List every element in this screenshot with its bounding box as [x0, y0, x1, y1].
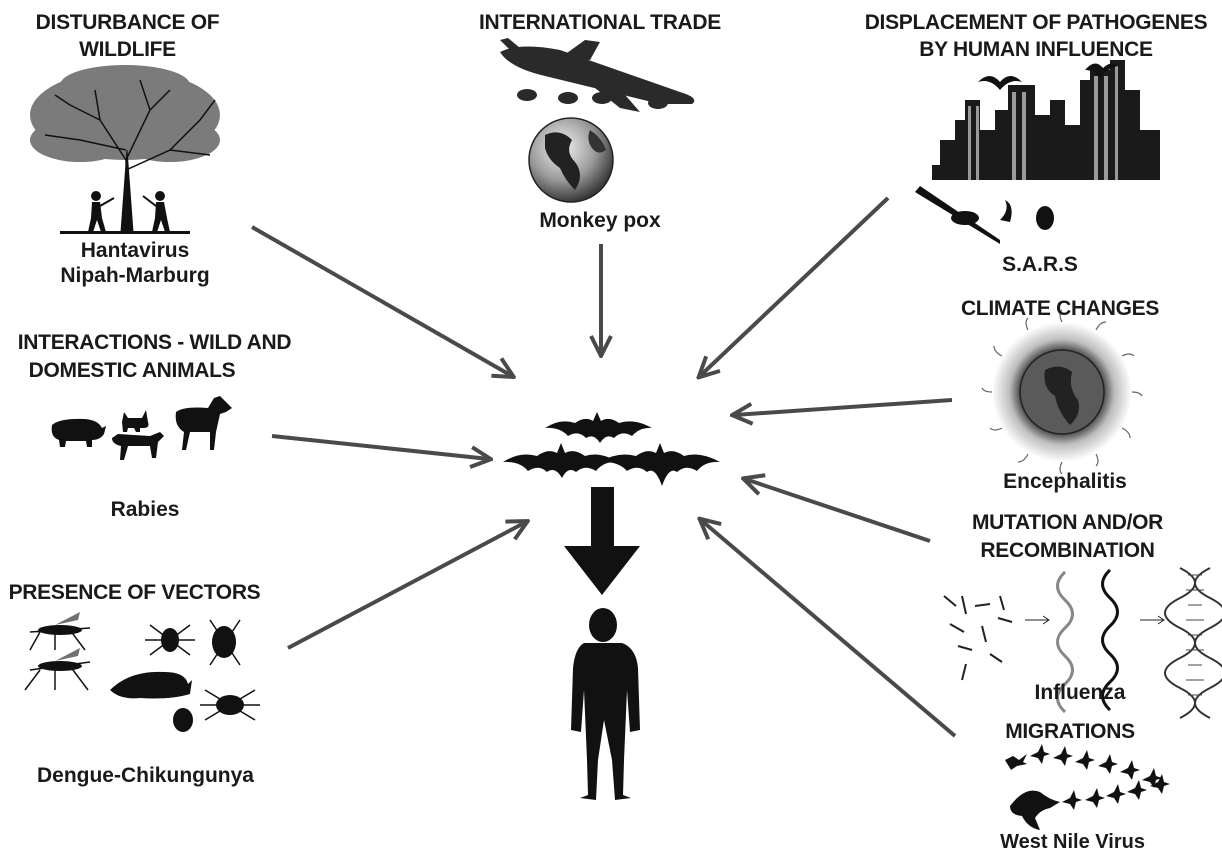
migrations-heading: MIGRATIONS	[985, 719, 1155, 745]
displacement-heading-line2: BY HUMAN INFLUENCE	[855, 37, 1217, 63]
arrow-climate	[734, 400, 952, 415]
migrations-disease: West Nile Virus	[990, 830, 1155, 855]
displacement-disease: S.A.R.S	[975, 252, 1105, 277]
displacement-heading-line1: DISPLACEMENT OF PATHOGENES	[855, 10, 1217, 36]
vectors-heading: PRESENCE OF VECTORS	[2, 580, 267, 606]
globe-icon	[529, 118, 613, 202]
climate-disease: Encephalitis	[990, 469, 1140, 494]
tree-woodcutters-icon	[30, 65, 220, 234]
interactions-disease: Rabies	[90, 497, 200, 522]
down-arrow-icon	[564, 487, 640, 595]
city-skyline-icon	[915, 60, 1165, 244]
vectors-icon	[25, 612, 260, 732]
arrow-interactions	[272, 436, 489, 459]
trade-disease: Monkey pox	[500, 208, 700, 233]
mutation-heading-line1: MUTATION AND/OR	[950, 510, 1185, 536]
human-silhouette-icon	[571, 608, 640, 800]
arrow-vectors	[288, 522, 526, 648]
mutation-disease: Influenza	[1010, 680, 1150, 705]
animals-icon	[52, 396, 232, 460]
wildlife-disease-line2: Nipah-Marburg	[40, 263, 230, 288]
airplane-icon	[500, 38, 694, 112]
migrating-birds-icon	[1005, 744, 1170, 830]
wildlife-heading-line1: DISTURBANCE OF	[10, 10, 245, 36]
wildlife-heading-line2: WILDLIFE	[10, 37, 245, 63]
interactions-heading-line1: INTERACTIONS - WILD AND	[2, 330, 307, 356]
arrow-mutation	[745, 479, 930, 541]
vectors-disease: Dengue-Chikungunya	[18, 763, 273, 788]
arrow-migrations	[701, 520, 955, 736]
sun-globe-icon	[982, 310, 1142, 474]
wildlife-disease-line1: Hantavirus	[40, 238, 230, 263]
climate-heading: CLIMATE CHANGES	[945, 296, 1175, 322]
arrow-displacement	[700, 198, 888, 376]
mutation-heading-line2: RECOMBINATION	[950, 538, 1185, 564]
interactions-heading-line2: DOMESTIC ANIMALS	[2, 358, 262, 384]
trade-heading: INTERNATIONAL TRADE	[430, 10, 770, 36]
bats-icon	[503, 412, 720, 486]
